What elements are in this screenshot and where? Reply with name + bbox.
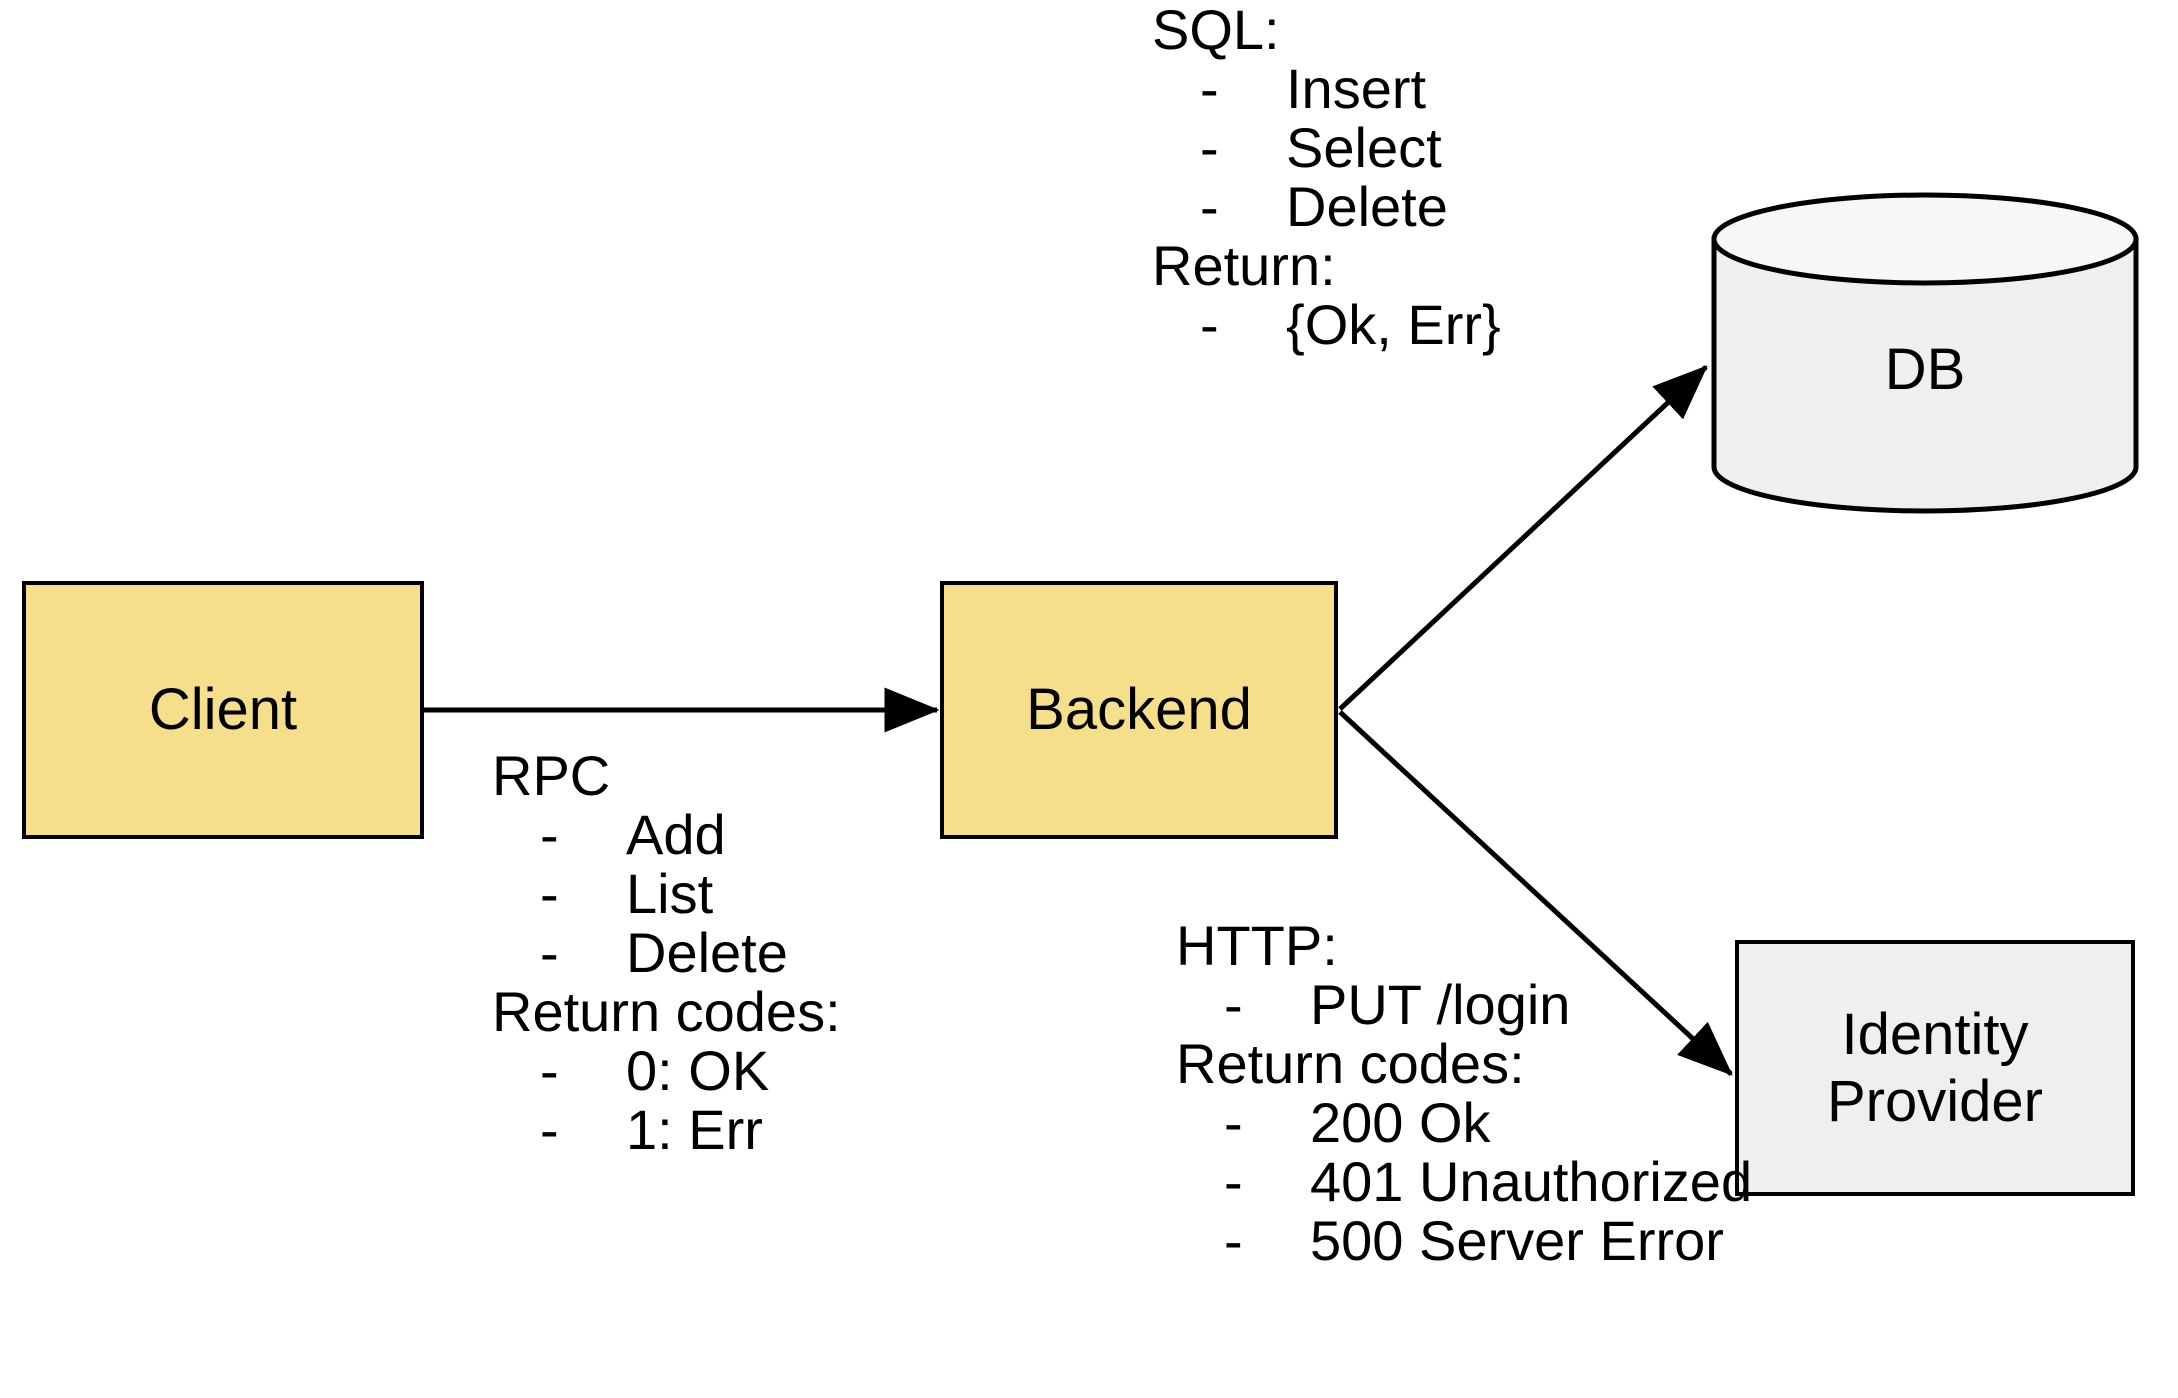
annotation-rpc-return-label: 1: Err bbox=[626, 1098, 763, 1161]
bullet-dash-icon: - bbox=[1200, 57, 1219, 120]
annotation-rpc-return: -0: OK bbox=[492, 1043, 841, 1099]
node-database-label: DB bbox=[1884, 337, 1966, 403]
annotation-http-method-label: PUT /login bbox=[1310, 973, 1571, 1036]
annotation-http-title: HTTP: bbox=[1176, 914, 1338, 977]
annotation-sql-returns-title: Return: bbox=[1152, 234, 1336, 297]
annotation-sql-method-label: Insert bbox=[1286, 57, 1427, 120]
annotation-sql-method: -Delete bbox=[1152, 179, 1501, 235]
annotation-rpc-returns-title: Return codes: bbox=[492, 980, 841, 1043]
annotation-rpc-return-label: 0: OK bbox=[626, 1039, 770, 1102]
annotation-sql-method: -Select bbox=[1152, 120, 1501, 176]
bullet-dash-icon: - bbox=[540, 862, 559, 925]
annotation-rpc-method-label: Delete bbox=[626, 921, 788, 984]
cylinder-shape-icon bbox=[1711, 192, 2139, 514]
edge-backend-to-database bbox=[1338, 365, 1708, 711]
node-identity-provider[interactable]: Identity Provider bbox=[1735, 940, 2135, 1196]
node-identity-provider-label: Identity Provider bbox=[1827, 1001, 2043, 1134]
annotation-rpc-method-label: List bbox=[626, 862, 714, 925]
bullet-dash-icon: - bbox=[1200, 175, 1219, 238]
annotation-http-method: -PUT /login bbox=[1176, 977, 1752, 1033]
annotation-http-return-label: 500 Server Error bbox=[1310, 1209, 1724, 1272]
annotation-rpc-method: -Add bbox=[492, 807, 841, 863]
node-backend[interactable]: Backend bbox=[940, 581, 1338, 839]
annotation-sql-return: -{Ok, Err} bbox=[1152, 297, 1501, 353]
annotation-rpc-return: -1: Err bbox=[492, 1102, 841, 1158]
bullet-dash-icon: - bbox=[1224, 1209, 1243, 1272]
bullet-dash-icon: - bbox=[1224, 1150, 1243, 1213]
bullet-dash-icon: - bbox=[540, 921, 559, 984]
bullet-dash-icon: - bbox=[540, 803, 559, 866]
annotation-sql-method-label: Delete bbox=[1286, 175, 1448, 238]
annotation-rpc-title: RPC bbox=[492, 744, 611, 807]
annotation-sql-title: SQL: bbox=[1152, 0, 1280, 61]
annotation-sql-method: -Insert bbox=[1152, 61, 1501, 117]
node-client[interactable]: Client bbox=[22, 581, 424, 839]
annotation-rpc: RPC -Add -List -Delete Return codes: -0:… bbox=[492, 748, 841, 1161]
annotation-sql: SQL: -Insert -Select -Delete Return: -{O… bbox=[1152, 2, 1501, 356]
node-client-label: Client bbox=[148, 677, 298, 743]
annotation-rpc-method-label: Add bbox=[626, 803, 726, 866]
bullet-dash-icon: - bbox=[1200, 116, 1219, 179]
annotation-sql-method-label: Select bbox=[1286, 116, 1442, 179]
node-backend-label: Backend bbox=[1026, 677, 1252, 743]
node-database[interactable]: DB bbox=[1711, 192, 2139, 514]
annotation-http-return: -500 Server Error bbox=[1176, 1213, 1752, 1269]
bullet-dash-icon: - bbox=[540, 1039, 559, 1102]
bullet-dash-icon: - bbox=[1200, 293, 1219, 356]
annotation-http-returns-title: Return codes: bbox=[1176, 1032, 1525, 1095]
annotation-http-return-label: 200 Ok bbox=[1310, 1091, 1491, 1154]
annotation-sql-return-label: {Ok, Err} bbox=[1286, 293, 1501, 356]
bullet-dash-icon: - bbox=[540, 1098, 559, 1161]
bullet-dash-icon: - bbox=[1224, 973, 1243, 1036]
annotation-http: HTTP: -PUT /login Return codes: -200 Ok … bbox=[1176, 918, 1752, 1272]
annotation-http-return-label: 401 Unauthorized bbox=[1310, 1150, 1753, 1213]
bullet-dash-icon: - bbox=[1224, 1091, 1243, 1154]
annotation-rpc-method: -Delete bbox=[492, 925, 841, 981]
annotation-rpc-method: -List bbox=[492, 866, 841, 922]
annotation-http-return: -401 Unauthorized bbox=[1176, 1154, 1752, 1210]
annotation-http-return: -200 Ok bbox=[1176, 1095, 1752, 1151]
